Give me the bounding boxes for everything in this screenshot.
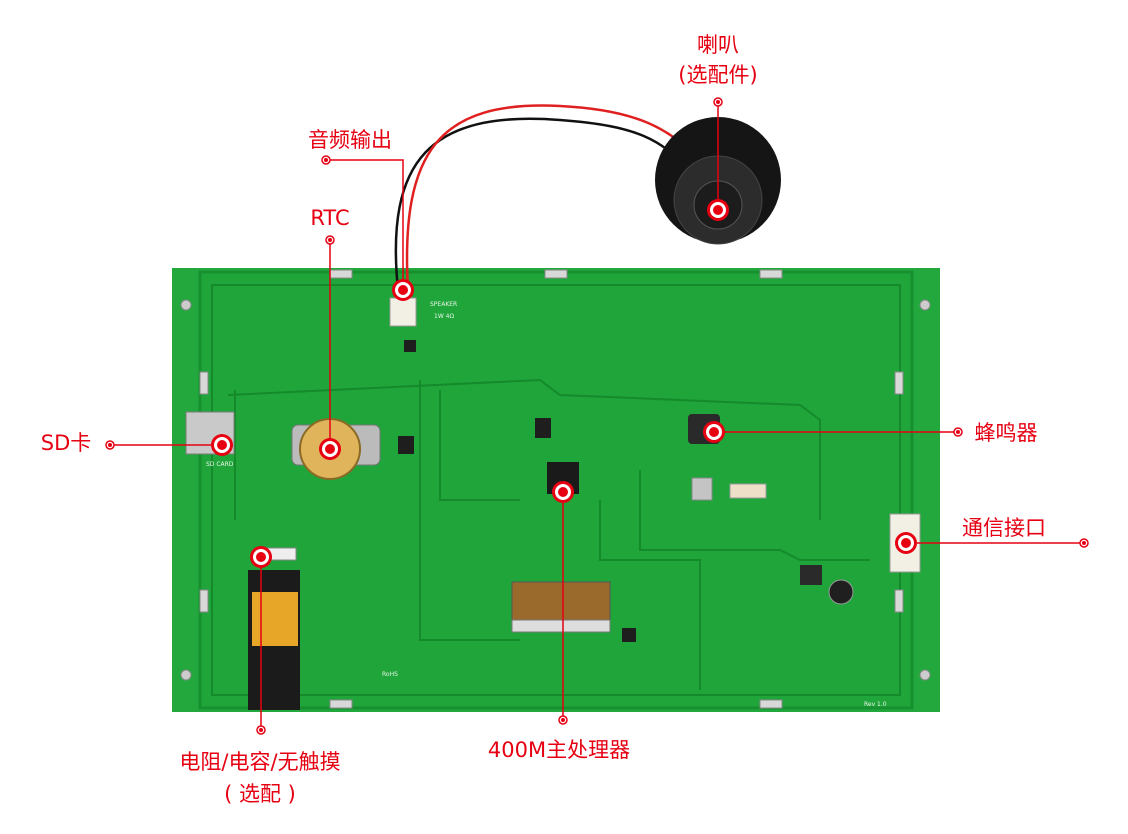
label-comm-port: 通信接口 (962, 516, 1046, 540)
speaker-wire-black (394, 117, 691, 291)
marker-touch (250, 546, 272, 568)
marker-cpu (552, 481, 574, 503)
label-touch-note: ( 选配 ) (224, 782, 296, 806)
label-sd-card: SD卡 (40, 431, 92, 455)
label-rtc: RTC (310, 206, 350, 230)
label-touch: 电阻/电容/无触摸 (179, 750, 341, 774)
speaker-spec-silk: 1W 4Ω (434, 313, 454, 320)
marker-comm-port (895, 532, 917, 554)
label-speaker-note: (选配件) (678, 63, 758, 87)
callout-end-dots (105, 97, 1089, 735)
marker-speaker (707, 199, 729, 221)
rohs-silk: RoHS (382, 671, 398, 678)
marker-sd-card (211, 434, 233, 456)
label-audio-out: 音频输出 (308, 128, 392, 152)
speaker-wire-red (405, 104, 701, 291)
marker-buzzer (703, 421, 725, 443)
speaker-connector (389, 297, 417, 327)
label-speaker: 喇叭 (697, 33, 739, 57)
marker-audio-out (392, 279, 414, 301)
label-buzzer: 蜂鸣器 (974, 421, 1038, 445)
lcd-fpc-connector (511, 581, 611, 621)
rev-silk: Rev 1.0 (864, 701, 887, 708)
label-cpu: 400M主处理器 (487, 738, 631, 762)
sd-silk: SD CARD (206, 461, 234, 468)
marker-rtc (319, 438, 341, 460)
callout-lines (110, 102, 1084, 730)
speaker-silk: SPEAKER (430, 301, 457, 308)
